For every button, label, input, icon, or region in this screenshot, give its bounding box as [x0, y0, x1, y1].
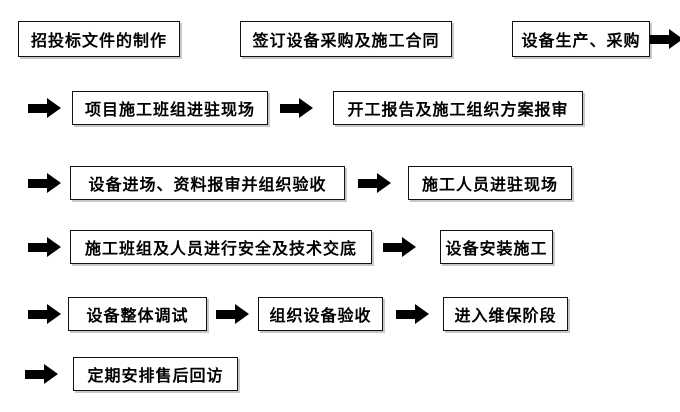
flow-node-followup-visits: 定期安排售后回访 [73, 357, 238, 391]
flow-node-acceptance: 组织设备验收 [258, 297, 383, 331]
flow-node-label: 开工报告及施工组织方案报审 [347, 102, 569, 119]
flow-node-label: 设备安装施工 [445, 241, 548, 258]
arrow-head [47, 304, 61, 324]
flow-node-overall-debugging: 设备整体调试 [68, 297, 207, 331]
flow-node-sign-contracts: 签订设备采购及施工合同 [240, 21, 452, 57]
arrow-right-icon [280, 98, 313, 118]
arrow-right-icon [650, 29, 680, 49]
arrow-shaft [280, 103, 299, 113]
arrow-head [299, 98, 313, 118]
arrow-right-icon [216, 304, 249, 324]
flow-node-equipment-arrival: 设备进场、资料报审并组织验收 [70, 166, 345, 200]
flow-node-label: 施工班组及人员进行安全及技术交底 [84, 241, 357, 258]
flow-node-label: 施工人员进驻现场 [421, 177, 558, 194]
arrow-right-icon [383, 237, 416, 257]
flow-node-equipment-production: 设备生产、采购 [512, 21, 650, 57]
flow-node-label: 设备生产、采购 [521, 33, 641, 50]
arrow-right-icon [25, 364, 58, 384]
arrow-head [47, 173, 61, 193]
arrow-right-icon [28, 98, 61, 118]
flow-node-label: 招投标文件的制作 [30, 33, 167, 50]
arrow-head [47, 237, 61, 257]
arrow-shaft [216, 309, 235, 319]
arrow-shaft [650, 34, 669, 44]
arrow-head [44, 364, 58, 384]
flow-node-label: 设备进场、资料报审并组织验收 [88, 177, 327, 194]
arrow-shaft [396, 309, 415, 319]
flow-node-label: 进入维保阶段 [454, 308, 557, 325]
flow-node-workers-onsite: 施工人员进驻现场 [408, 166, 572, 200]
arrow-shaft [28, 178, 47, 188]
arrow-shaft [28, 309, 47, 319]
flow-node-maintenance-phase: 进入维保阶段 [443, 297, 568, 331]
arrow-head [235, 304, 249, 324]
flow-node-bid-documents: 招投标文件的制作 [18, 21, 180, 57]
flow-node-label: 组织设备验收 [269, 308, 372, 325]
arrow-shaft [28, 242, 47, 252]
arrow-head [669, 29, 680, 49]
flow-node-label: 签订设备采购及施工合同 [252, 33, 440, 50]
flow-node-installation: 设备安装施工 [440, 230, 553, 264]
flow-node-label: 定期安排售后回访 [87, 368, 224, 385]
arrow-shaft [358, 178, 377, 188]
arrow-shaft [25, 369, 44, 379]
arrow-head [402, 237, 416, 257]
flow-node-label: 项目施工班组进驻现场 [84, 102, 255, 119]
flow-node-crew-onsite: 项目施工班组进驻现场 [72, 91, 268, 125]
flow-node-safety-briefing: 施工班组及人员进行安全及技术交底 [70, 230, 372, 264]
arrow-shaft [383, 242, 402, 252]
arrow-right-icon [358, 173, 391, 193]
arrow-shaft [28, 103, 47, 113]
arrow-head [415, 304, 429, 324]
arrow-head [47, 98, 61, 118]
arrow-right-icon [396, 304, 429, 324]
arrow-right-icon [28, 237, 61, 257]
flow-node-label: 设备整体调试 [86, 308, 189, 325]
arrow-head [377, 173, 391, 193]
arrow-right-icon [28, 173, 61, 193]
arrow-right-icon [28, 304, 61, 324]
flow-node-commencement-report: 开工报告及施工组织方案报审 [333, 91, 583, 125]
